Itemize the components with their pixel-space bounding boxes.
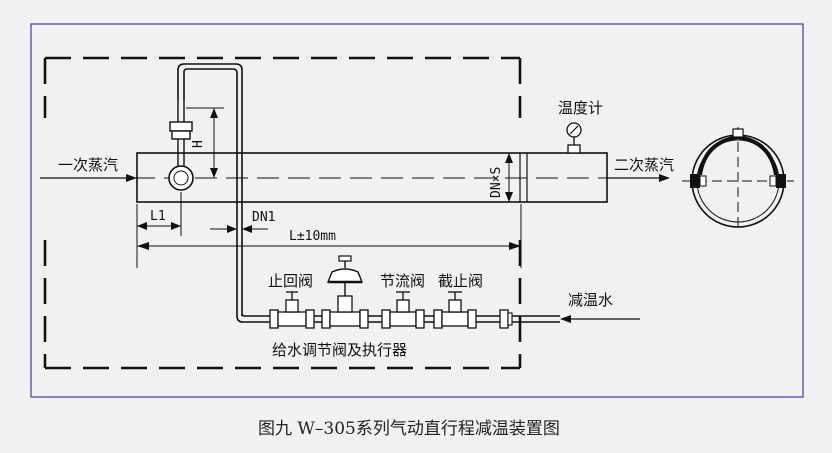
inlet-flange-icon (499, 309, 513, 329)
steam-in-arrowhead (126, 174, 137, 182)
stop-valve-icon (433, 291, 477, 329)
dim-h (186, 107, 224, 178)
thermometer-icon (566, 122, 582, 154)
control-valve-actuator-icon (321, 255, 369, 329)
diagram-frame (30, 23, 804, 398)
check-valve-icon (269, 291, 315, 329)
thermometer-label: 温度计 (558, 99, 603, 117)
dim-l-label: L±10mm (289, 229, 336, 244)
check-valve-label: 止回阀 (268, 272, 313, 290)
figure-caption: 图九 W–305系列气动直行程减温装置图 (258, 419, 560, 439)
throttle-valve-icon (381, 291, 425, 329)
dim-dn-s (505, 153, 513, 202)
dim-dn1 (210, 225, 268, 233)
cooling-water-arrowhead (560, 315, 571, 323)
steam-out-arrowhead (659, 174, 670, 182)
dim-l (136, 204, 522, 268)
stop-valve-label: 截止阀 (438, 272, 483, 290)
steam-out-label: 二次蒸汽 (614, 156, 674, 174)
dim-l1-label: L1 (150, 209, 166, 224)
control-valve-label: 给水调节阀及执行器 (272, 341, 407, 359)
pipe-section-view (682, 127, 794, 228)
dim-dn1-label: DN1 (252, 210, 275, 225)
throttle-valve-label: 节流阀 (380, 272, 425, 290)
dim-l1 (136, 192, 182, 236)
spray-nozzle (168, 100, 194, 191)
cooling-water-label: 减温水 (568, 291, 613, 309)
water-feed-pipe (177, 63, 560, 323)
steam-in-label: 一次蒸汽 (58, 156, 118, 174)
dim-h-label: H (191, 140, 206, 148)
dashed-enclosure (43, 56, 522, 370)
dim-dn-s-label: DN×S (489, 167, 504, 198)
